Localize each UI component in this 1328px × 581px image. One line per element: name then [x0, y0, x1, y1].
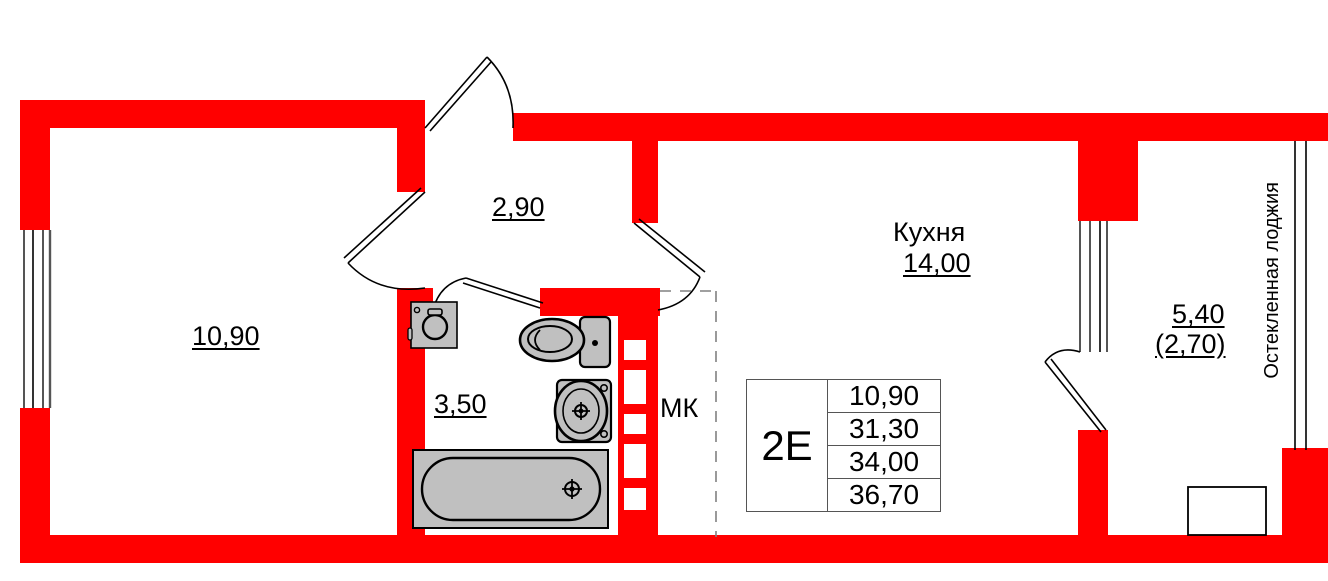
- apartment-type-cell: 2Е: [746, 379, 828, 512]
- area-label-hall: 2,90: [492, 192, 545, 222]
- loggia-unit: [1187, 486, 1267, 536]
- mk-label: МК: [660, 393, 699, 423]
- wall-loggia-bottom: [1108, 535, 1308, 563]
- area-label-bathroom: 3,50: [434, 389, 487, 419]
- table-row: 34,00: [747, 445, 941, 479]
- area-label-living: 10,90: [192, 321, 260, 351]
- door-kitchen: [633, 218, 706, 311]
- table-row: 36,70: [747, 478, 941, 512]
- wall-top-living: [20, 100, 405, 128]
- area-label-loggia-secondary: (2,70): [1155, 329, 1226, 359]
- shaft-slot-5: [624, 488, 646, 510]
- bathtub-icon: [412, 449, 609, 529]
- door-living-room: [343, 187, 426, 291]
- fixtures-group: [407, 301, 1267, 536]
- room-name-kitchen: Кухня: [893, 217, 966, 247]
- area-label-kitchen: 14,00: [903, 248, 971, 278]
- door-loggia: [1044, 349, 1107, 433]
- wall-loggia-bottom-right: [1282, 478, 1328, 563]
- shaft-slot-3: [624, 414, 646, 434]
- wall-loggia-top-left-return: [1078, 113, 1138, 221]
- door-entrance: [424, 56, 514, 132]
- summary-value-area-with-loggia: 36,70: [827, 478, 941, 512]
- shaft-slot-4: [624, 444, 646, 478]
- wall-hall-kitchen-divider: [632, 113, 658, 223]
- wall-loggia-right-top: [1294, 113, 1328, 141]
- table-row: 31,30: [747, 412, 941, 446]
- room-name-loggia: Остекленная лоджия: [1261, 182, 1283, 379]
- mk-dashed-boundary: [660, 290, 717, 537]
- shaft-slot-1: [624, 340, 646, 360]
- apartment-summary-table: 2Е 10,90 31,30 34,00 36,70: [746, 379, 941, 512]
- wall-loggia-right-bottom: [1282, 448, 1328, 478]
- area-label-loggia: 5,40: [1172, 299, 1225, 329]
- wall-loggia-top: [1108, 113, 1308, 141]
- wall-hall-stub-top-left: [405, 100, 425, 128]
- summary-value-living-total: 31,30: [827, 412, 941, 446]
- wall-hall-top-right: [513, 113, 1153, 141]
- summary-value-area-total: 34,00: [827, 445, 941, 479]
- summary-value-living: 10,90: [827, 379, 941, 413]
- window-kitchen-right: [1079, 221, 1108, 352]
- windows-group: [23, 141, 1307, 450]
- wall-kitchen-bottom-left: [632, 535, 1078, 563]
- walls-group: [20, 100, 1328, 563]
- washing-machine-icon: [407, 301, 458, 349]
- shaft-slot-2: [624, 370, 646, 404]
- window-living-left: [23, 230, 52, 408]
- window-loggia-glazing: [1294, 141, 1307, 450]
- toilet-icon: [518, 315, 612, 369]
- table-row: 2Е 10,90: [746, 379, 941, 512]
- sink-icon: [553, 378, 613, 444]
